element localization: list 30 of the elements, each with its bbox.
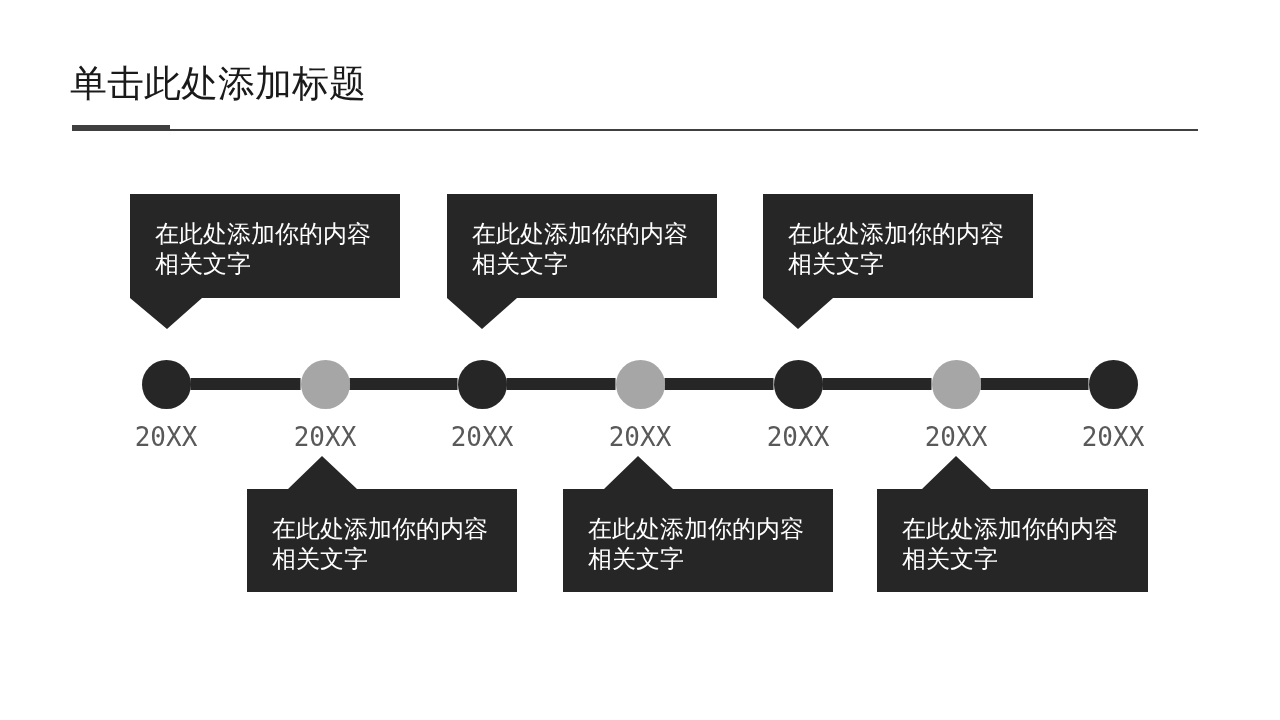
- timeline-dot: [773, 359, 823, 409]
- connector-line: [664, 378, 774, 390]
- callout-box: [130, 194, 400, 329]
- callout-text: 在此处添加你的内容相关文字: [272, 514, 489, 574]
- callout-text: 在此处添加你的内容相关文字: [588, 514, 805, 574]
- connector-line: [349, 378, 458, 390]
- callout-text: 在此处添加你的内容相关文字: [472, 219, 689, 279]
- year-label: 20XX: [1081, 422, 1145, 452]
- timeline-dot: [1088, 359, 1138, 409]
- callout-box: [563, 456, 833, 592]
- callout-box: [877, 456, 1148, 592]
- callout-box: [447, 194, 717, 329]
- callout-text: 在此处添加你的内容相关文字: [788, 219, 1005, 279]
- connector-line: [190, 378, 301, 390]
- callout-box: [763, 194, 1033, 329]
- timeline-dot: [457, 359, 507, 409]
- connector-line: [980, 378, 1089, 390]
- connector-line: [506, 378, 616, 390]
- title: 单击此处添加标题: [70, 63, 366, 105]
- year-label: 20XX: [766, 422, 830, 452]
- timeline-dot: [141, 359, 191, 409]
- callout-box: [247, 456, 517, 592]
- year-label: 20XX: [608, 422, 672, 452]
- year-label: 20XX: [293, 422, 357, 452]
- callout-text: 在此处添加你的内容相关文字: [155, 219, 372, 279]
- year-label: 20XX: [924, 422, 988, 452]
- year-label: 20XX: [134, 422, 198, 452]
- connector-line: [822, 378, 932, 390]
- year-label: 20XX: [450, 422, 514, 452]
- callout-text: 在此处添加你的内容相关文字: [902, 514, 1119, 574]
